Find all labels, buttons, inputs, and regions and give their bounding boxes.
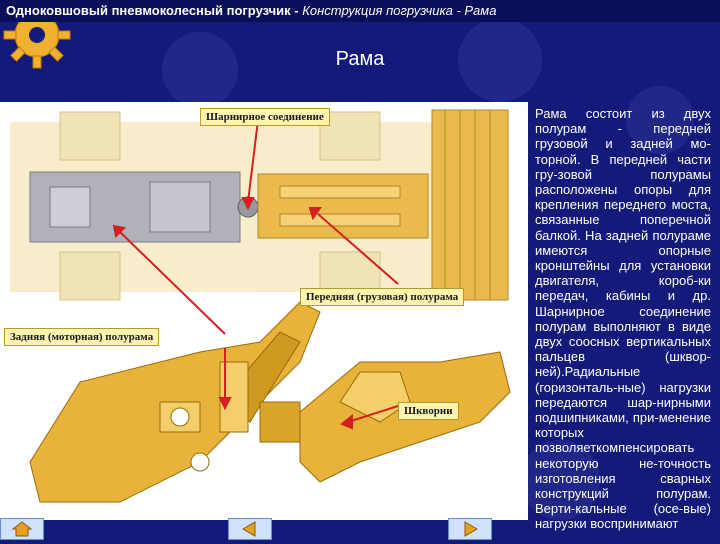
slide-title: Рама <box>335 48 385 70</box>
label-pins: Шкворни <box>398 402 459 420</box>
forward-icon <box>464 521 478 537</box>
back-button[interactable] <box>228 518 272 540</box>
forward-button[interactable] <box>448 518 492 540</box>
back-icon <box>242 521 256 537</box>
header-bar: Одноковшовый пневмоколесный погрузчик - … <box>0 0 720 22</box>
frame-figure: Шарнирное соединение Передняя (грузовая)… <box>0 102 528 520</box>
loader-top-view <box>10 109 509 301</box>
header-title: Одноковшовый пневмоколесный погрузчик - … <box>6 0 496 22</box>
header-separator: - <box>290 3 303 18</box>
frame-diagram <box>10 109 511 503</box>
home-button[interactable] <box>0 518 44 540</box>
label-front-frame: Передняя (грузовая) полурама <box>300 288 465 306</box>
home-icon <box>11 521 33 537</box>
label-rear-frame: Задняя (моторная) полурама <box>4 328 160 346</box>
header-title-main: Одноковшовый пневмоколесный погрузчик <box>6 3 291 18</box>
label-joint: Шарнирное соединение <box>200 108 330 126</box>
header-subtitle: Конструкция погрузчика - Рама <box>302 3 497 18</box>
pointer-arrows <box>112 119 399 430</box>
description-text: Рама состоит из двух полурам - передней … <box>535 106 711 532</box>
